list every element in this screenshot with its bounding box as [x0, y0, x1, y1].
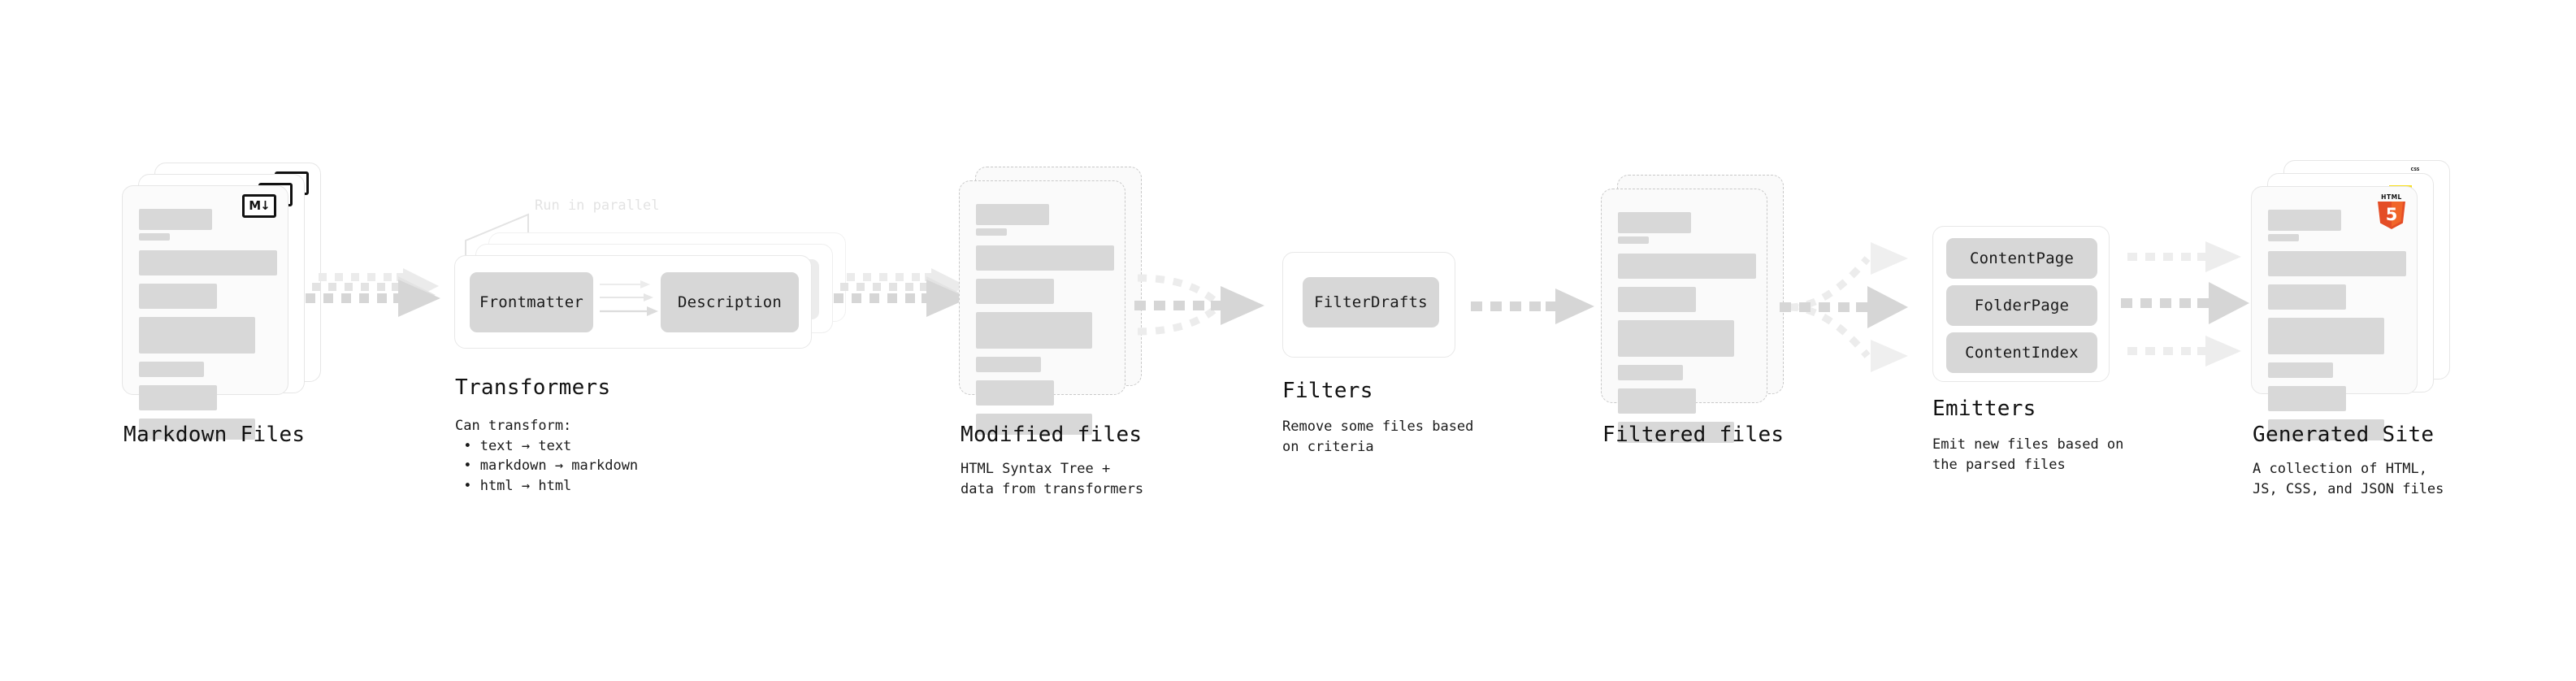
doc-content-bar [976, 414, 1092, 435]
html5-icon-digit: 5 [2385, 205, 2398, 224]
doc-content-bar [139, 362, 204, 377]
doc-content-bar [139, 209, 212, 230]
connector-filters-to-filtered [1471, 288, 1594, 324]
emitters-box[interactable]: ContentPage FolderPage ContentIndex [1932, 226, 2110, 382]
stage-title-markdown-files: Markdown Files [124, 423, 306, 447]
transformer-chip-description[interactable]: Description [661, 272, 799, 332]
modified-file-card-front [959, 180, 1125, 435]
transformer-inner-arrows [600, 280, 658, 316]
doc-content-bar [976, 204, 1049, 225]
stage-desc-filters: Remove some files based on criteria [1282, 419, 1474, 455]
doc-content-bar [1618, 287, 1696, 312]
stage-desc-transformers: Can transform: • text → text • markdown … [455, 418, 639, 494]
doc-content-bar [1618, 236, 1649, 244]
stage-desc-modified-files: HTML Syntax Tree + data from transformer… [961, 461, 1144, 497]
generated-file-card-html: HTML 5 [2251, 186, 2418, 440]
doc-content-bar [976, 228, 1007, 236]
doc-content-bar [976, 312, 1092, 349]
doc-content-bar [976, 245, 1114, 271]
transformer-chip-frontmatter[interactable]: Frontmatter [470, 272, 593, 332]
doc-content-bar [2268, 362, 2333, 378]
doc-content-bar [2268, 210, 2341, 231]
filter-chip-filterdrafts[interactable]: FilterDrafts [1303, 277, 1439, 327]
css-icon-label: CSS [2410, 167, 2420, 172]
stage-desc-emitters: Emit new files based on the parsed files [1932, 436, 2124, 473]
connector-md-to-transformers [306, 268, 440, 317]
doc-content-bar [139, 385, 217, 410]
emitter-chip-contentpage[interactable]: ContentPage [1946, 238, 2097, 279]
doc-content-bar [2268, 419, 2384, 440]
doc-content-bar [139, 233, 170, 241]
doc-content-bar [1618, 388, 1696, 414]
doc-content-lines [2268, 210, 2406, 449]
doc-content-bar [139, 250, 277, 275]
doc-content-bar [1618, 212, 1691, 233]
filters-box[interactable]: FilterDrafts [1282, 252, 1455, 358]
doc-content-bar [2268, 251, 2406, 276]
doc-content-bar [139, 419, 255, 440]
doc-content-bar [1618, 254, 1756, 279]
transformers-box[interactable]: Frontmatter Description [454, 255, 812, 349]
doc-content-bar [1618, 365, 1683, 380]
doc-content-lines [1618, 212, 1756, 451]
connector-emitters-to-site [2121, 241, 2249, 367]
doc-content-lines [976, 204, 1114, 443]
emitter-chip-folderpage[interactable]: FolderPage [1946, 285, 2097, 326]
doc-content-bar [2268, 386, 2346, 411]
markdown-file-card-front: M↓ [122, 185, 288, 440]
emitter-chip-contentindex[interactable]: ContentIndex [1946, 332, 2097, 373]
connector-filtered-to-emitters [1780, 242, 1908, 372]
stage-title-modified-files: Modified files [961, 423, 1143, 447]
doc-content-bar [976, 380, 1054, 406]
doc-content-bar [2268, 318, 2384, 354]
connector-modified-to-filters [1134, 274, 1264, 336]
doc-content-lines [139, 209, 277, 448]
html5-icon: HTML 5 [2378, 193, 2405, 229]
stage-title-filters: Filters [1282, 379, 1373, 403]
doc-content-bar [976, 279, 1054, 304]
doc-content-bar [139, 284, 217, 309]
doc-content-bar [139, 317, 255, 354]
doc-content-bar [1618, 320, 1734, 357]
filtered-file-card-front [1601, 189, 1767, 443]
doc-content-bar [976, 357, 1041, 372]
stage-desc-generated-site: A collection of HTML, JS, CSS, and JSON … [2253, 461, 2444, 497]
doc-content-bar [2268, 234, 2299, 241]
doc-content-bar [1618, 422, 1734, 443]
markdown-icon: M↓ [242, 194, 276, 218]
run-in-parallel-label: Run in parallel [535, 197, 660, 214]
stage-title-filtered-files: Filtered files [1602, 423, 1785, 447]
stage-title-transformers: Transformers [455, 375, 611, 400]
doc-content-bar [2268, 284, 2346, 310]
stage-title-generated-site: Generated Site [2253, 423, 2435, 447]
html5-icon-label: HTML [2381, 193, 2402, 201]
stage-title-emitters: Emitters [1932, 397, 2036, 421]
